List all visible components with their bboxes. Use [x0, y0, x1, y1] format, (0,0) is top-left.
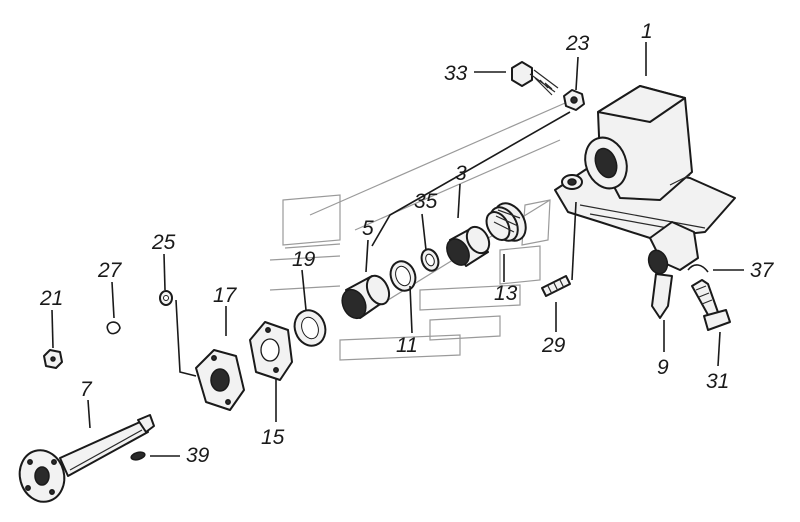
callout-5: 5 [362, 217, 374, 240]
washer-part-19 [293, 309, 327, 347]
pin-part-37 [687, 264, 709, 273]
key-part-39 [130, 451, 146, 461]
nut-part-23 [563, 89, 585, 111]
washer-part-25 [159, 290, 173, 306]
callout-labels: 1 23 33 3 35 5 19 13 11 29 9 37 31 17 15… [39, 20, 775, 467]
callout-37: 37 [750, 259, 775, 282]
callout-3: 3 [455, 162, 467, 185]
bolt-part-33 [511, 61, 559, 96]
lock-ring-part-27 [106, 321, 121, 335]
callout-11: 11 [396, 334, 418, 357]
callout-13: 13 [494, 282, 518, 305]
callout-33: 33 [444, 62, 468, 85]
callout-31: 31 [706, 370, 729, 393]
spring-part-13 [485, 202, 527, 242]
callout-15: 15 [261, 426, 285, 449]
nut-part-21 [43, 349, 63, 369]
sleeve-part-3 [446, 225, 491, 267]
callout-29: 29 [541, 334, 566, 357]
callout-7: 7 [80, 378, 93, 401]
bushing-part-5 [341, 274, 391, 320]
callout-1: 1 [641, 20, 653, 43]
flange-part-17 [195, 349, 245, 411]
callout-17: 17 [213, 284, 238, 307]
callout-23: 23 [565, 32, 590, 55]
callout-39: 39 [186, 444, 210, 467]
callout-27: 27 [97, 259, 123, 282]
callout-9: 9 [657, 356, 669, 379]
lever-part-9 [647, 221, 699, 319]
callout-25: 25 [151, 231, 176, 254]
gasket-part-15 [249, 321, 293, 381]
shaft-part-7 [18, 414, 155, 503]
housing-part-1 [554, 85, 736, 239]
callout-21: 21 [39, 287, 63, 310]
o-ring-part-11 [389, 260, 417, 292]
ring-part-35 [420, 248, 440, 272]
bolt-part-31 [691, 279, 731, 331]
plug-part-29 [541, 275, 571, 297]
callout-35: 35 [414, 190, 438, 213]
callout-19: 19 [292, 248, 316, 271]
leader-lines [51, 42, 744, 457]
